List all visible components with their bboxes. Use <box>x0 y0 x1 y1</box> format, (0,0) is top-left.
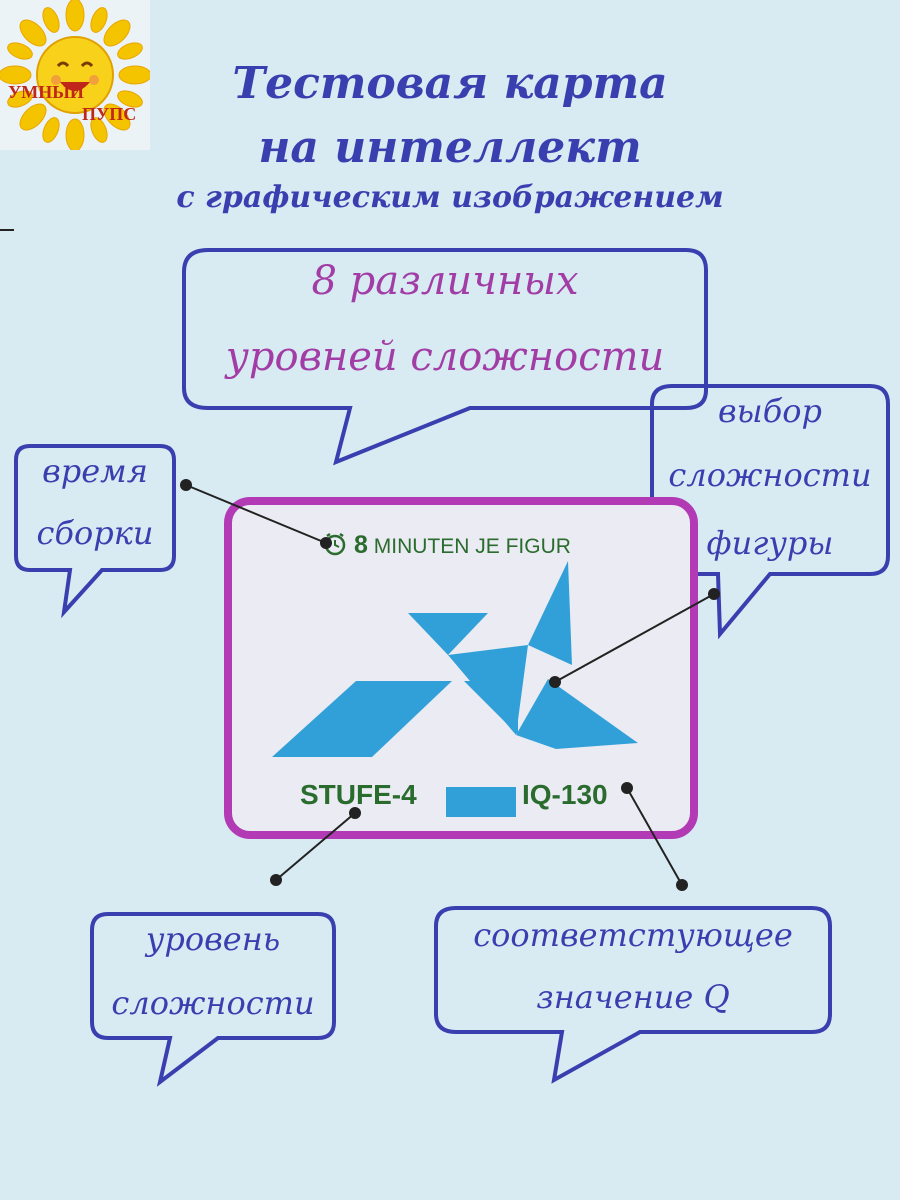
level-speech-bubble <box>90 912 336 1087</box>
page-subtitle: с графическим изображением <box>176 180 724 215</box>
main-bubble-line1: 8 различных <box>311 258 579 304</box>
logo-text-line2: ПУПС <box>82 104 137 124</box>
choice-bubble-line2: сложности <box>668 456 872 494</box>
sun-logo-icon <box>0 0 152 152</box>
logo-text-line1: УМНЫЙ <box>8 82 84 102</box>
level-bubble-line1: уровень <box>145 920 281 958</box>
iq-speech-bubble <box>434 906 832 1084</box>
card-minutes: 8 <box>354 531 368 559</box>
divider <box>0 229 14 231</box>
iq-bubble-line1: соответстующее <box>473 916 793 954</box>
choice-speech-bubble <box>650 384 890 640</box>
page-title-line1: Тестовая карта <box>232 58 668 109</box>
iq-bubble-line2: значение Q <box>536 978 730 1016</box>
main-speech-bubble <box>182 248 708 466</box>
page-title-line2: на интеллект <box>258 122 642 173</box>
card-time-text: 8 MINUTEN JE FIGUR <box>354 531 571 560</box>
test-card: 8 MINUTEN JE FIGUR STUFE-4 IQ-130 <box>224 497 698 839</box>
logo: УМНЫЙ ПУПС <box>0 0 152 152</box>
card-color-bar <box>446 787 516 817</box>
card-minutes-label: MINUTEN JE FIGUR <box>373 535 571 558</box>
main-bubble-line2: уровней сложности <box>225 334 665 380</box>
choice-bubble-line1: выбор <box>718 392 822 430</box>
choice-bubble-line3: фигуры <box>706 524 834 562</box>
time-bubble-line2: сборки <box>36 514 154 552</box>
card-iq: IQ-130 <box>522 779 608 810</box>
time-speech-bubble <box>14 444 176 619</box>
time-bubble-line1: время <box>42 452 148 490</box>
level-bubble-line2: сложности <box>111 984 315 1022</box>
card-stufe: STUFE-4 <box>300 779 417 810</box>
